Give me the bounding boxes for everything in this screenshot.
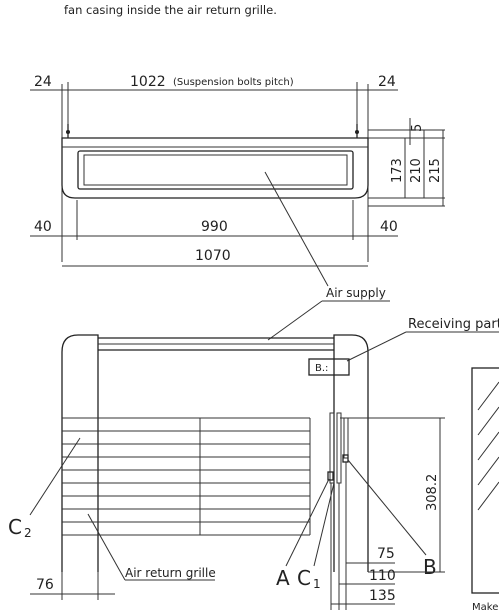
dim-5: 5 <box>410 124 425 132</box>
receiving-part <box>308 358 350 376</box>
b-label: B <box>423 555 437 579</box>
dim-215: 215 <box>428 158 443 183</box>
receiver-marking: B.: <box>315 363 328 374</box>
top-view: 24 1022 (Suspension bolts pitch) 24 5 17… <box>30 74 445 267</box>
dim-210: 210 <box>409 158 424 183</box>
front-view-body <box>61 334 99 572</box>
c2-subscript: 2 <box>24 526 32 540</box>
dim-135: 135 <box>369 588 396 604</box>
dim-110: 110 <box>369 568 396 584</box>
top-view-body <box>61 137 369 199</box>
air-supply-outlet <box>77 150 354 190</box>
a-label: A <box>276 566 290 590</box>
detail-frame <box>471 367 499 594</box>
dim-76: 76 <box>36 577 54 593</box>
c1-label: C <box>297 566 311 590</box>
dim-24-right: 24 <box>378 74 396 90</box>
receiving-part-label: Receiving part <box>408 317 499 332</box>
dim-75: 75 <box>377 546 395 562</box>
dim-1022: 1022 <box>130 74 166 90</box>
front-view: Air supply B.: Receiving part C 2 <box>8 171 499 610</box>
air-return-grille-label: Air return grille <box>125 566 216 580</box>
dim-173: 173 <box>390 158 405 183</box>
air-supply-label: Air supply <box>326 286 386 300</box>
right-detail: Make <box>471 367 499 613</box>
dim-40-left: 40 <box>34 219 52 235</box>
c2-label: C <box>8 515 22 539</box>
dim-308-2: 308.2 <box>425 474 440 511</box>
make-note: Make <box>472 602 498 613</box>
dim-1022-note: (Suspension bolts pitch) <box>173 77 294 88</box>
dim-1070: 1070 <box>195 248 231 264</box>
dim-40-right: 40 <box>380 219 398 235</box>
dim-990: 990 <box>201 219 228 235</box>
c1-subscript: 1 <box>313 577 321 591</box>
caption: fan casing inside the air return grille. <box>64 3 277 17</box>
dim-24-left: 24 <box>34 74 52 90</box>
